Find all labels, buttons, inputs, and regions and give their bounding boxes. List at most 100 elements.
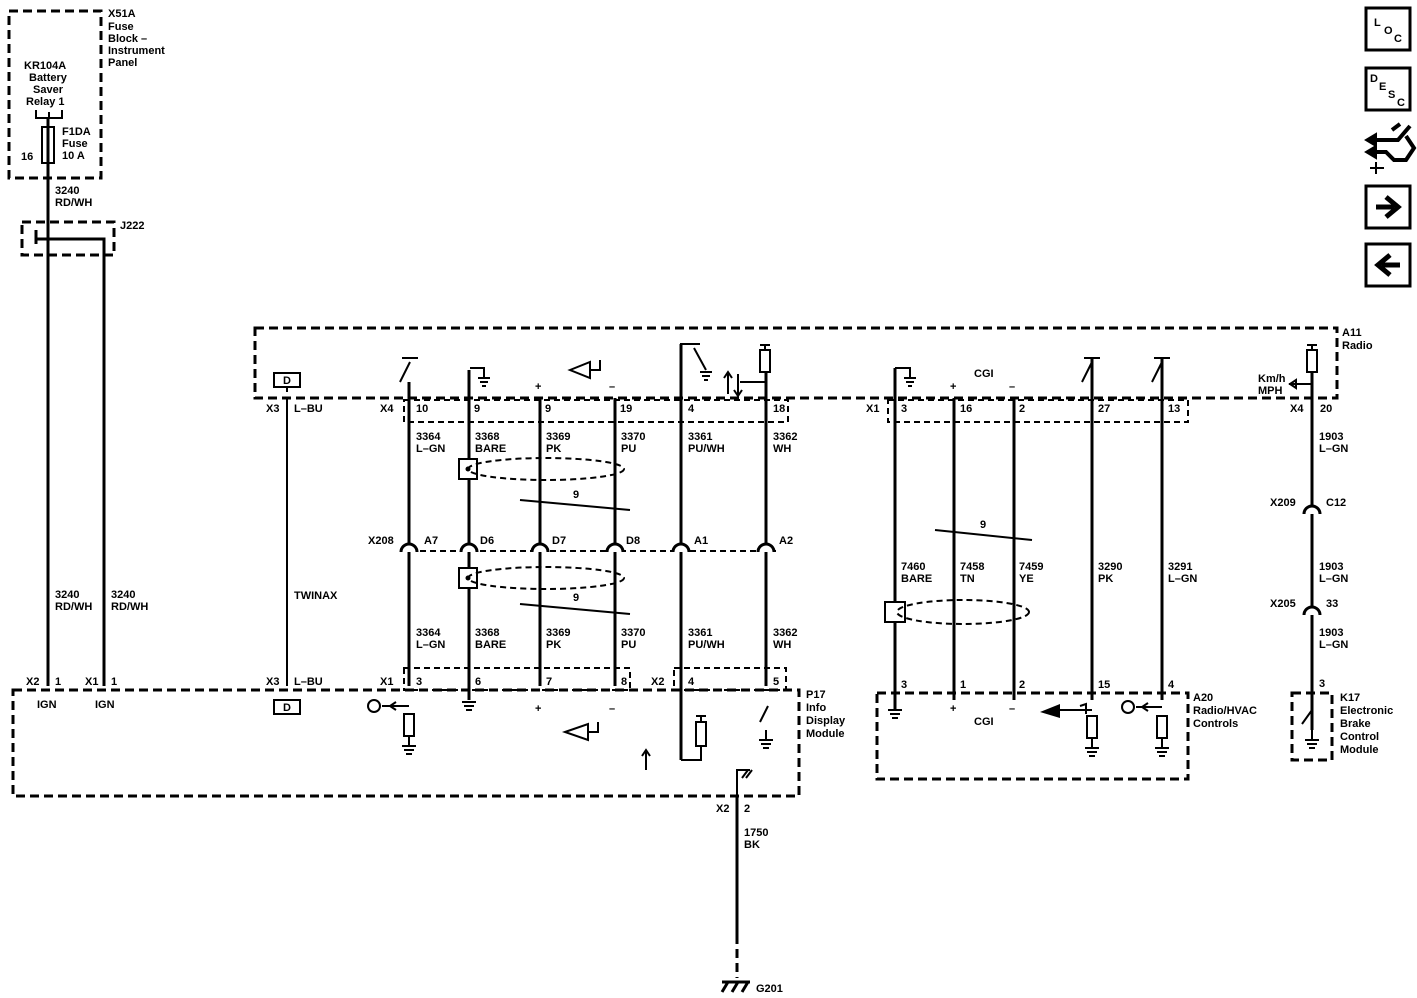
- right-wire-1-circuit: 7460: [901, 561, 925, 573]
- upper-wire-6-color: WH: [773, 443, 791, 455]
- ground-wire-circuit: 1750: [744, 827, 768, 839]
- p17-x3-color: L–BU: [294, 676, 323, 688]
- p17-x3-label: X3: [266, 676, 279, 688]
- ground-icon-p17-1: [402, 736, 416, 755]
- p17-x1-label: X1: [85, 676, 98, 688]
- upper-wire-2-color: BARE: [475, 443, 506, 455]
- signal-arrow-icon-1: [567, 360, 601, 380]
- wire-mid1-circuit: 3240: [55, 589, 79, 601]
- ign-label-2: IGN: [95, 699, 115, 711]
- p17-label-2: Info: [806, 702, 826, 714]
- right-wire-2-circuit: 7458: [960, 561, 984, 573]
- fuse-pin-16: 16: [21, 151, 33, 163]
- twist-line-1: [519, 499, 631, 511]
- p17-pin-6: 6: [475, 676, 481, 688]
- left-arrow-icon: [1374, 253, 1400, 277]
- lower-wire-1-color: L–GN: [416, 639, 445, 651]
- relay-contact-icon: [35, 110, 63, 119]
- harness-icon: [1372, 122, 1417, 162]
- shield-ellipse-2: [467, 566, 625, 590]
- k17-module-box: [1290, 691, 1334, 762]
- switch-ground-icon-p17: [759, 705, 773, 749]
- wire-group-right: [893, 358, 1164, 710]
- pullup-icon: [1307, 344, 1317, 350]
- plus-sign-a20: +: [950, 703, 956, 715]
- x208-arc-a7: [399, 542, 419, 553]
- ground-conn-label: X2: [716, 803, 729, 815]
- a20-label-2: Radio/HVAC: [1193, 705, 1257, 717]
- wire-mid2-circuit: 3240: [111, 589, 135, 601]
- p17-pin-5: 5: [773, 676, 779, 688]
- ground-icon-p17-2: [462, 701, 476, 711]
- a11-x1-pin-16: 16: [960, 403, 972, 415]
- ground-wire-color: BK: [744, 839, 760, 851]
- x208-arc-d7: [530, 542, 550, 553]
- a11-x1-pin-13: 13: [1168, 403, 1180, 415]
- x209-pin: C12: [1326, 497, 1346, 509]
- upper-wire-3-circuit: 3369: [546, 431, 570, 443]
- x205-label: X205: [1270, 598, 1296, 610]
- right-arrow-icon: [1376, 195, 1402, 219]
- a20-arrow-tail: [1060, 702, 1092, 714]
- resistor-icon-p17-2: [695, 721, 707, 747]
- desc-button[interactable]: D E S C: [1364, 66, 1412, 112]
- lower-wire-2-color: BARE: [475, 639, 506, 651]
- a20-cgi-label: CGI: [974, 716, 994, 728]
- plus-sign-1: +: [535, 381, 541, 393]
- p17-bus-arrow-icon: [641, 715, 706, 770]
- a11-pin-20: 20: [1320, 403, 1332, 415]
- p17-x1b-label: X1: [380, 676, 393, 688]
- twist-label-2: 9: [573, 592, 579, 604]
- desc-letter-d: D: [1370, 73, 1378, 85]
- x51a-fuse-block-box: [7, 9, 103, 180]
- k17-label-5: Module: [1340, 744, 1379, 756]
- a11-x3-label: X3: [266, 403, 279, 415]
- a20-arrow2: [1136, 702, 1162, 712]
- harness-connector-button[interactable]: [1364, 122, 1417, 174]
- lower-wire-6-color: WH: [773, 639, 791, 651]
- k17-label-3: Brake: [1340, 718, 1371, 730]
- signal-arrow-icon-p17: [561, 722, 599, 742]
- ground-icon-2: [680, 343, 712, 381]
- ground-icon-a20: [888, 709, 902, 719]
- k17-label-4: Control: [1340, 731, 1379, 743]
- g201-label: G201: [756, 983, 783, 995]
- a11-x1-pin-27: 27: [1098, 403, 1110, 415]
- relay-label-4: Relay 1: [26, 96, 65, 108]
- k17-wire1-color: L–GN: [1319, 443, 1348, 455]
- x208-arc-d6: [459, 542, 479, 553]
- x208-pin-a1: A1: [694, 535, 708, 547]
- a11-label: A11: [1342, 327, 1362, 339]
- upper-wire-1-circuit: 3364: [416, 431, 441, 443]
- x208-connector-arcs: [399, 542, 776, 553]
- desc-letter-e: E: [1379, 81, 1386, 93]
- a11-x1-label: X1: [866, 403, 879, 415]
- k17-label-1: K17: [1340, 692, 1360, 704]
- fuse-block-label-4: Panel: [108, 57, 137, 69]
- upper-wire-5-circuit: 3361: [688, 431, 712, 443]
- k17-pin-3: 3: [1319, 678, 1325, 690]
- kmh-arrow-icon: [1288, 378, 1312, 390]
- fuse-label-1: F1DA: [62, 126, 91, 138]
- lower-wire-3-circuit: 3369: [546, 627, 570, 639]
- fuse-block-label-1: Fuse: [108, 21, 134, 33]
- desc-button-frame: [1364, 66, 1412, 112]
- p17-label-4: Module: [806, 728, 845, 740]
- x208-arc-a2: [756, 542, 776, 553]
- right-wire-4-circuit: 3290: [1098, 561, 1122, 573]
- lower-wire-4-circuit: 3370: [621, 627, 645, 639]
- p17-pin-8: 8: [621, 676, 627, 688]
- wire-mid1-color: RD/WH: [55, 601, 92, 613]
- loc-button[interactable]: L O C: [1364, 6, 1412, 52]
- plus-sign-2: +: [950, 381, 956, 393]
- k17-label-2: Electronic: [1340, 705, 1393, 717]
- previous-page-button[interactable]: [1364, 242, 1412, 288]
- ground-icon-3: [895, 367, 916, 387]
- a11-pin-4: 4: [688, 403, 695, 415]
- next-page-button[interactable]: [1364, 184, 1412, 230]
- p17-x2-connector-box: [673, 667, 787, 691]
- upper-wire-4-circuit: 3370: [621, 431, 645, 443]
- a11-pin-9b: 9: [545, 403, 551, 415]
- a11-pin-10: 10: [416, 403, 428, 415]
